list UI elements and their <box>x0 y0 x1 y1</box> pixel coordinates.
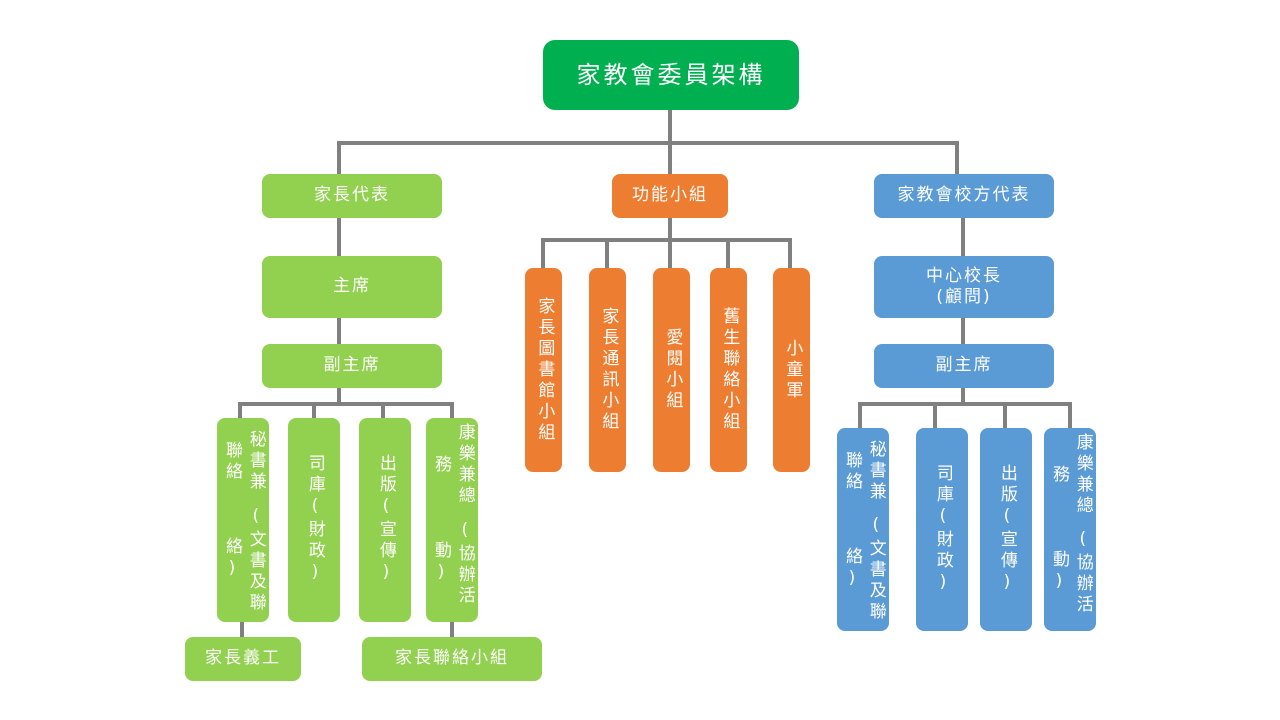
root-title: 家教會委員架構 <box>576 61 766 89</box>
school-vice-chair: 副主席 <box>935 355 993 376</box>
group-label: 愛閱小組 <box>662 328 683 412</box>
group-label: 舊生聯絡小組 <box>719 307 740 433</box>
functional-group-alumni: 舊生聯絡小組 <box>710 268 747 472</box>
parents-chair: 主席 <box>333 276 371 297</box>
post-note: (文書及聯絡) <box>222 505 266 614</box>
root-title-box: 家教會委員架構 <box>543 40 799 110</box>
post-title: 秘書兼聯絡 <box>842 440 886 504</box>
functional-header-box: 功能小組 <box>612 174 728 218</box>
school-principal: 中心校長 (顧問) <box>926 265 1002 307</box>
parents-chair-box: 主席 <box>262 256 442 318</box>
group-label: 家長通訊小組 <box>598 307 619 433</box>
post-note: (財政) <box>304 496 325 586</box>
school-header: 家教會校方代表 <box>897 185 1031 206</box>
parents-post-publishing: 出版 (宣傳) <box>359 418 411 622</box>
parents-liaison-group: 家長聯絡小組 <box>395 648 509 669</box>
school-post-secretary: 秘書兼聯絡 (文書及聯絡) <box>837 428 889 631</box>
parents-volunteers: 家長義工 <box>205 648 281 669</box>
group-label: 小童軍 <box>782 338 803 402</box>
post-note: (協辦活動) <box>1049 529 1093 617</box>
post-note: (宣傳) <box>996 505 1017 596</box>
functional-group-reading: 愛閱小組 <box>653 268 690 472</box>
post-title: 出版 <box>375 454 396 496</box>
post-note: (協辦活動) <box>431 519 475 607</box>
school-post-recreation: 康樂兼總務 (協辦活動) <box>1044 428 1096 631</box>
post-title: 司庫 <box>304 454 325 496</box>
school-header-box: 家教會校方代表 <box>874 174 1054 218</box>
parents-header: 家長代表 <box>314 185 390 206</box>
functional-group-newsletter: 家長通訊小組 <box>589 268 626 472</box>
parents-post-treasurer: 司庫 (財政) <box>288 418 340 622</box>
post-title: 秘書兼聯絡 <box>222 430 266 494</box>
functional-header: 功能小組 <box>632 185 708 206</box>
school-principal-box: 中心校長 (顧問) <box>874 256 1054 318</box>
group-label: 家長圖書館小組 <box>534 296 555 444</box>
parents-post-secretary: 秘書兼聯絡 (文書及聯絡) <box>217 418 269 622</box>
post-title: 康樂兼總務 <box>1049 433 1093 518</box>
school-post-publishing: 出版 (宣傳) <box>980 428 1032 631</box>
parents-vice-chair: 副主席 <box>323 355 381 376</box>
functional-group-library: 家長圖書館小組 <box>525 268 562 472</box>
post-note: (宣傳) <box>375 496 396 586</box>
parents-vice-chair-box: 副主席 <box>262 344 442 388</box>
post-title: 出版 <box>996 463 1017 506</box>
post-title: 司庫 <box>932 463 953 506</box>
parents-header-box: 家長代表 <box>262 174 442 218</box>
school-post-treasurer: 司庫 (財政) <box>916 428 968 631</box>
post-note: (文書及聯絡) <box>842 515 886 624</box>
post-title: 康樂兼總務 <box>431 423 475 508</box>
school-vice-chair-box: 副主席 <box>874 344 1054 388</box>
parents-post-recreation: 康樂兼總務 (協辦活動) <box>426 418 478 622</box>
post-note: (財政) <box>932 505 953 596</box>
functional-group-cubs: 小童軍 <box>773 268 810 472</box>
parents-liaison-group-box: 家長聯絡小組 <box>362 637 542 681</box>
parents-volunteers-box: 家長義工 <box>185 637 301 681</box>
